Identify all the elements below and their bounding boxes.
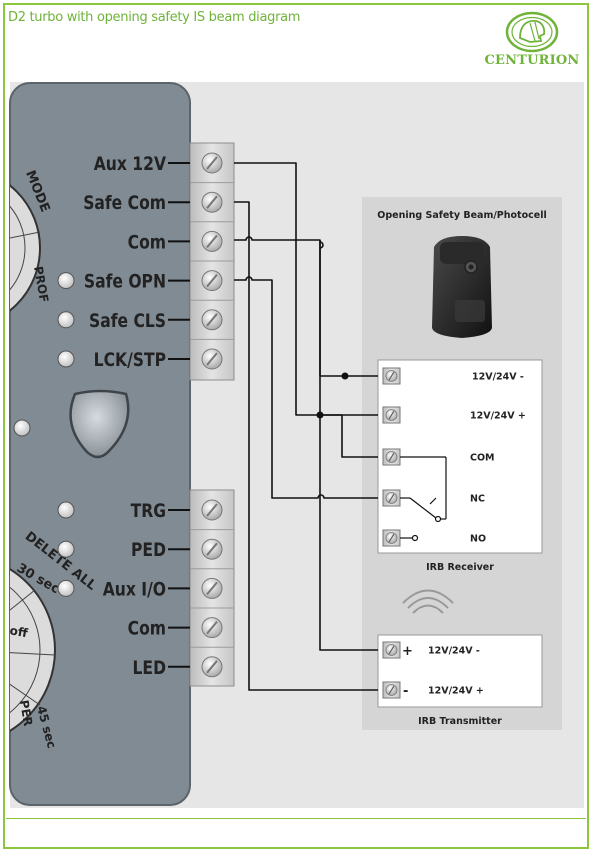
transmitter-minus-symbol: -: [403, 684, 408, 699]
dial-text-off: off: [9, 623, 29, 640]
junction-dot-1: [341, 372, 349, 380]
beam-terminal-label-12v-24v: 12V/24V +: [428, 686, 484, 697]
dial-text-per: PER: [17, 699, 35, 727]
terminal-label-trg: TRG: [131, 501, 166, 523]
transmitter-label: IRB Transmitter: [418, 716, 502, 727]
signal-waves-icon: [402, 589, 454, 614]
terminal-label-com: Com: [128, 232, 166, 254]
photocell-image: [432, 236, 492, 338]
terminal-label-safe-com: Safe Com: [83, 193, 166, 215]
status-led: [57, 272, 75, 290]
receiver-label: IRB Receiver: [426, 562, 494, 573]
page-title: D2 turbo with opening safety IS beam dia…: [8, 10, 301, 25]
status-led: [57, 311, 75, 329]
transmitter-plus-symbol: +: [402, 644, 413, 659]
terminal-label-lck-stp: LCK/STP: [94, 350, 167, 372]
dial-text-prof: PROF: [31, 265, 51, 303]
bottom-dial: [10, 554, 56, 746]
status-led: [57, 540, 75, 558]
beam-terminals: 12V/24V - 12V/24V + COM NC NO 12V/24V - 12V/24…: [382, 367, 526, 699]
beam-terminal-label-12v-24v: 12V/24V +: [470, 411, 526, 422]
wire-safeopn-to-nc: [234, 276, 378, 499]
beam-terminal-label-nc: NC: [470, 494, 485, 505]
beam-terminal-label-no: NO: [470, 534, 486, 545]
side-led: [13, 419, 31, 437]
nc-no-switch-symbol: [400, 456, 447, 542]
beam-terminal-label-com: COM: [470, 453, 495, 464]
controller-button: [69, 389, 130, 459]
beam-terminal-label-12v-24v: 12V/24V -: [472, 372, 524, 383]
terminal-label-led: LED: [133, 657, 166, 679]
page-frame: [3, 3, 589, 849]
wire-com-to-transmitter-minus: [234, 236, 378, 651]
status-led: [57, 579, 75, 597]
terminal-label-ped: PED: [131, 540, 166, 562]
centurion-logo: [505, 11, 559, 53]
logo-brand-text: CENTURION: [484, 53, 580, 68]
beam-panel: Opening Safety Beam/Photocell IRB Receiv…: [362, 197, 562, 730]
beam-title: Opening Safety Beam/Photocell: [377, 210, 546, 221]
junction-dot-2: [316, 411, 324, 419]
wiring: [234, 162, 378, 691]
wire-com-to-receiver-minus: [319, 240, 378, 377]
status-led: [57, 350, 75, 368]
status-led: [57, 501, 75, 519]
top-dial: [10, 167, 41, 329]
terminal-label-com: Com: [128, 618, 166, 640]
terminal-label-aux-12v: Aux 12V: [94, 154, 167, 176]
beam-terminal-label-12v-24v: 12V/24V -: [428, 646, 480, 657]
terminal-label-safe-opn: Safe OPN: [84, 271, 166, 293]
controller-panel: MODE PROF DELETE ALL 30 sec off 45 sec P…: [9, 82, 191, 806]
wire-safecom-to-transmitter-plus: [234, 201, 378, 691]
terminal-label-aux-i-o: Aux I/O: [103, 579, 166, 601]
wire-plus-to-com-bridge: [320, 414, 378, 458]
transmitter-box: [377, 634, 543, 708]
terminal-label-safe-cls: Safe CLS: [89, 310, 166, 332]
bottom-rule: [6, 818, 586, 819]
